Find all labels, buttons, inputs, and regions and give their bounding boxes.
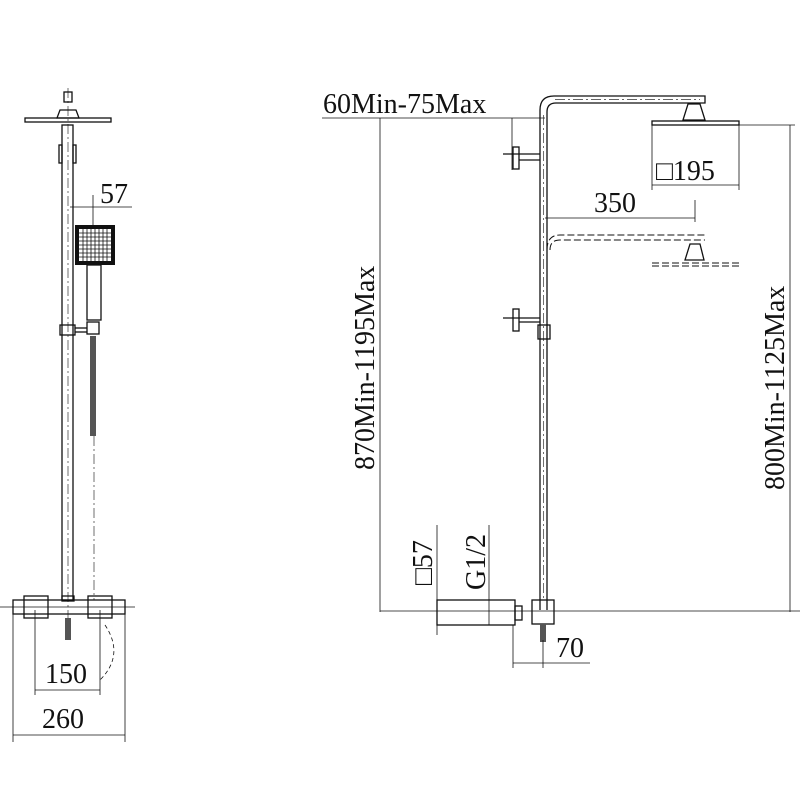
elbow [531,599,555,625]
dim-overall-width: 260 [42,704,84,735]
dim-arm-reach: 350 [594,188,636,219]
hand-shower [75,225,115,321]
dim-handshower-offset: 57 [100,179,128,210]
dim-head-height: 800Min-1125Max [760,286,791,490]
dim-valve-size: □57 [408,540,439,585]
dim-inlet-thread: G1/2 [461,534,492,590]
dim-total-height: 870Min-1195Max [350,266,381,470]
dim-bracket-spacing: 150 [45,659,87,690]
overhead-head-side [24,117,112,123]
front-view: 60Min-75Max 870Min-1195Max □195 350 [322,89,800,668]
valve-connector [436,599,516,626]
dim-valve-depth: 70 [556,633,584,664]
dim-head-size: □195 [656,156,715,187]
hose [90,336,96,436]
riser-rail [61,124,74,601]
riser-and-arm [539,95,706,610]
dim-arm-wall-gap: 60Min-75Max [323,89,486,120]
side-view: 57 150 260 [0,88,135,742]
